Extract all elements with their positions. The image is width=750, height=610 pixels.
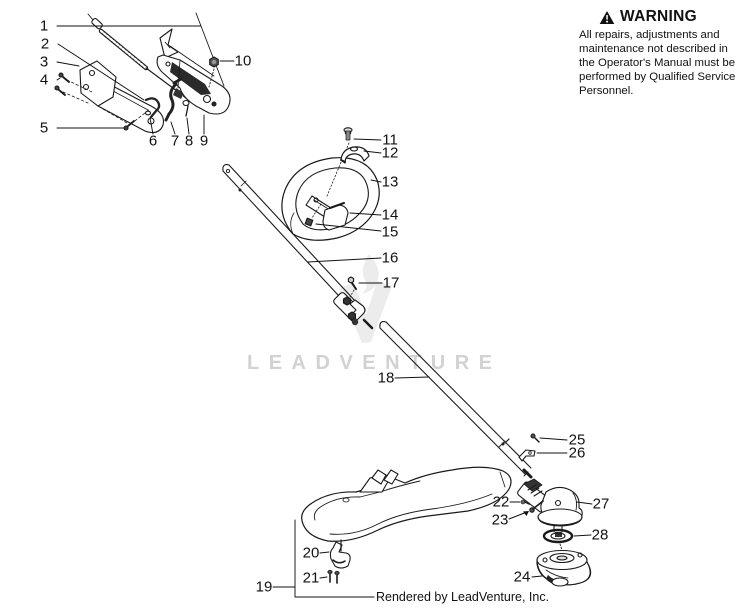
part-callout-3: 3 bbox=[39, 53, 49, 71]
guard-art bbox=[301, 466, 512, 584]
part-callout-7: 7 bbox=[170, 132, 180, 150]
part-callout-16: 16 bbox=[381, 249, 399, 267]
part-callout-5: 5 bbox=[39, 119, 49, 137]
part-callout-18: 18 bbox=[377, 369, 395, 387]
part-callout-21: 21 bbox=[302, 569, 320, 587]
rendered-by-text: Rendered by LeadVenture, Inc. bbox=[376, 590, 550, 604]
part-callout-14: 14 bbox=[381, 206, 399, 224]
warning-box: WARNING All repairs, adjustments and mai… bbox=[579, 8, 739, 99]
part-callout-4: 4 bbox=[39, 71, 49, 89]
leadventure-flame-logo bbox=[339, 254, 392, 343]
handle-art bbox=[54, 60, 165, 134]
part-callout-27: 27 bbox=[592, 495, 610, 513]
part-callout-19: 19 bbox=[255, 578, 273, 596]
warning-line: Personnel. bbox=[579, 84, 634, 97]
part-callout-17: 17 bbox=[382, 274, 400, 292]
warning-line: performed by Qualified Service bbox=[579, 70, 736, 83]
gearbox-art bbox=[517, 478, 583, 537]
warning-body: All repairs, adjustments and maintenance… bbox=[579, 29, 739, 99]
part-callout-2: 2 bbox=[40, 35, 50, 53]
warning-title-row: WARNING bbox=[579, 8, 739, 26]
part-callout-9: 9 bbox=[199, 132, 209, 150]
drive-shaft-lower-art bbox=[379, 321, 540, 479]
part-callout-10: 10 bbox=[234, 52, 252, 70]
warning-line: the Operator's Manual must be bbox=[579, 56, 736, 69]
leadventure-watermark-text: LEADVENTURE bbox=[247, 352, 502, 374]
part-callout-8: 8 bbox=[184, 132, 194, 150]
drive-shaft-upper-art bbox=[222, 164, 358, 310]
part-callout-6: 6 bbox=[148, 132, 158, 150]
part-callout-23: 23 bbox=[491, 511, 509, 529]
part-callout-20: 20 bbox=[302, 544, 320, 562]
warning-triangle-icon bbox=[599, 10, 615, 24]
part-callout-11: 11 bbox=[382, 131, 398, 149]
warning-title: WARNING bbox=[620, 8, 698, 25]
part-callout-28: 28 bbox=[591, 526, 609, 544]
coupler-art bbox=[333, 276, 374, 330]
loop-handle-art bbox=[281, 127, 380, 241]
part-callout-24: 24 bbox=[513, 568, 531, 586]
warning-line: maintenance not described in bbox=[579, 42, 728, 55]
part-callout-26: 26 bbox=[568, 444, 586, 462]
leader-lines bbox=[56, 25, 593, 598]
part-callout-1: 1 bbox=[39, 17, 49, 35]
part-callout-15: 15 bbox=[381, 223, 399, 241]
part-callout-13: 13 bbox=[381, 173, 399, 191]
trigger-housing-art bbox=[144, 28, 231, 122]
trimmer-head-art bbox=[536, 528, 592, 587]
part-callout-22: 22 bbox=[492, 493, 510, 511]
part-callout-25: 25 bbox=[568, 431, 586, 449]
part-callout-12: 12 bbox=[381, 144, 399, 162]
warning-line: All repairs, adjustments and bbox=[579, 29, 720, 41]
